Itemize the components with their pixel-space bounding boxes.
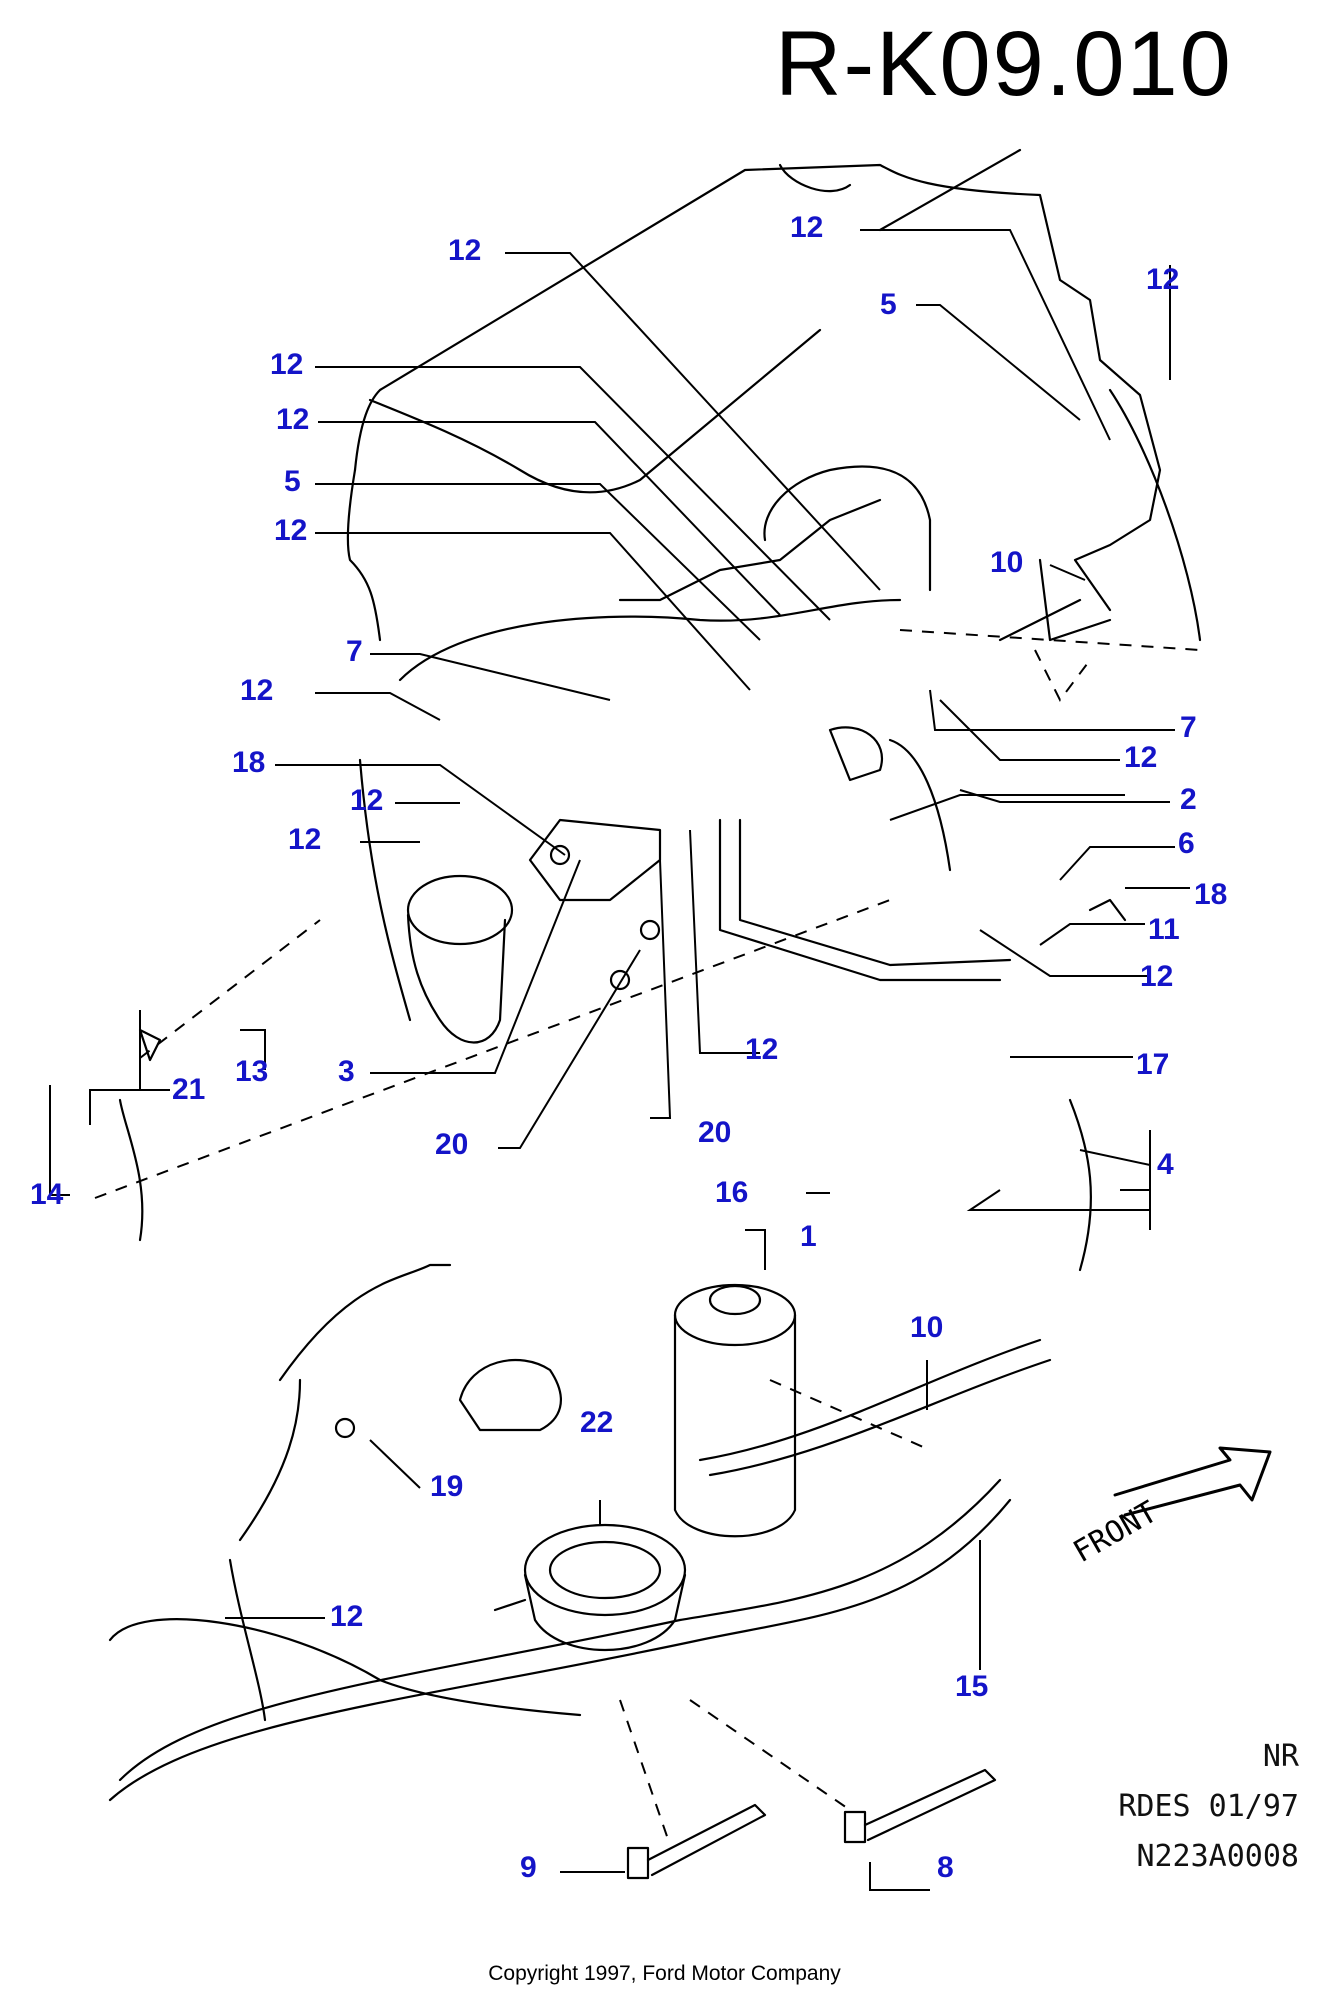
callout-12: 12 — [274, 514, 308, 547]
callout-12: 12 — [790, 211, 824, 244]
cable-ties — [626, 1768, 997, 1880]
callout-18: 18 — [232, 746, 266, 779]
hose-lines — [108, 388, 1202, 1802]
callout-17: 17 — [1136, 1048, 1170, 1081]
callout-4: 4 — [1157, 1148, 1174, 1181]
callout-20: 20 — [698, 1116, 732, 1149]
callout-22: 22 — [580, 1406, 614, 1439]
callout-15: 15 — [955, 1670, 989, 1703]
callout-12: 12 — [350, 784, 384, 817]
front-arrow-icon — [1113, 1446, 1272, 1517]
copyright-notice: Copyright 1997, Ford Motor Company — [488, 1962, 841, 1985]
callout-6: 6 — [1178, 827, 1195, 860]
engine-outline — [346, 148, 1162, 642]
callout-3: 3 — [338, 1055, 355, 1088]
status-code: NR — [1262, 1739, 1299, 1774]
callout-5: 5 — [880, 288, 897, 321]
callout-12: 12 — [330, 1600, 364, 1633]
callout-11: 11 — [1148, 913, 1180, 946]
callout-12: 12 — [288, 823, 322, 856]
valve-22-drawing — [493, 1523, 687, 1652]
egr-valve-drawing — [406, 874, 514, 1044]
callout-7: 7 — [346, 635, 363, 668]
callout-21: 21 — [172, 1073, 206, 1106]
revision-label: RDES 01/97 — [1118, 1789, 1299, 1824]
callout-5: 5 — [284, 465, 301, 498]
callout-19: 19 — [430, 1470, 464, 1503]
callout-12: 12 — [1146, 263, 1180, 296]
callout-1: 1 — [800, 1220, 817, 1253]
callout-7: 7 — [1180, 711, 1197, 744]
drawing-number: N223A0008 — [1136, 1839, 1299, 1874]
assembly-dashed-lines — [94, 629, 1201, 1846]
callout-16: 16 — [715, 1176, 749, 1209]
callout-13: 13 — [235, 1055, 269, 1088]
callout-12: 12 — [276, 403, 310, 436]
callout-12: 12 — [1140, 960, 1174, 993]
callout-2: 2 — [1180, 783, 1197, 816]
callout-12: 12 — [240, 674, 274, 707]
callout-12: 12 — [1124, 741, 1158, 774]
callout-10: 10 — [990, 546, 1024, 579]
callout-12: 12 — [448, 234, 482, 267]
canister-drawing — [673, 1283, 797, 1538]
callout-9: 9 — [520, 1851, 537, 1884]
callout-12: 12 — [745, 1033, 779, 1066]
callout-14: 14 — [30, 1178, 64, 1211]
callout-18: 18 — [1194, 878, 1228, 911]
callout-10: 10 — [910, 1311, 944, 1344]
callout-8: 8 — [937, 1851, 954, 1884]
callout-20: 20 — [435, 1128, 469, 1161]
diagram-title: R-K09.010 — [775, 13, 1233, 115]
leader-lines — [49, 229, 1190, 1891]
callout-12: 12 — [270, 348, 304, 381]
